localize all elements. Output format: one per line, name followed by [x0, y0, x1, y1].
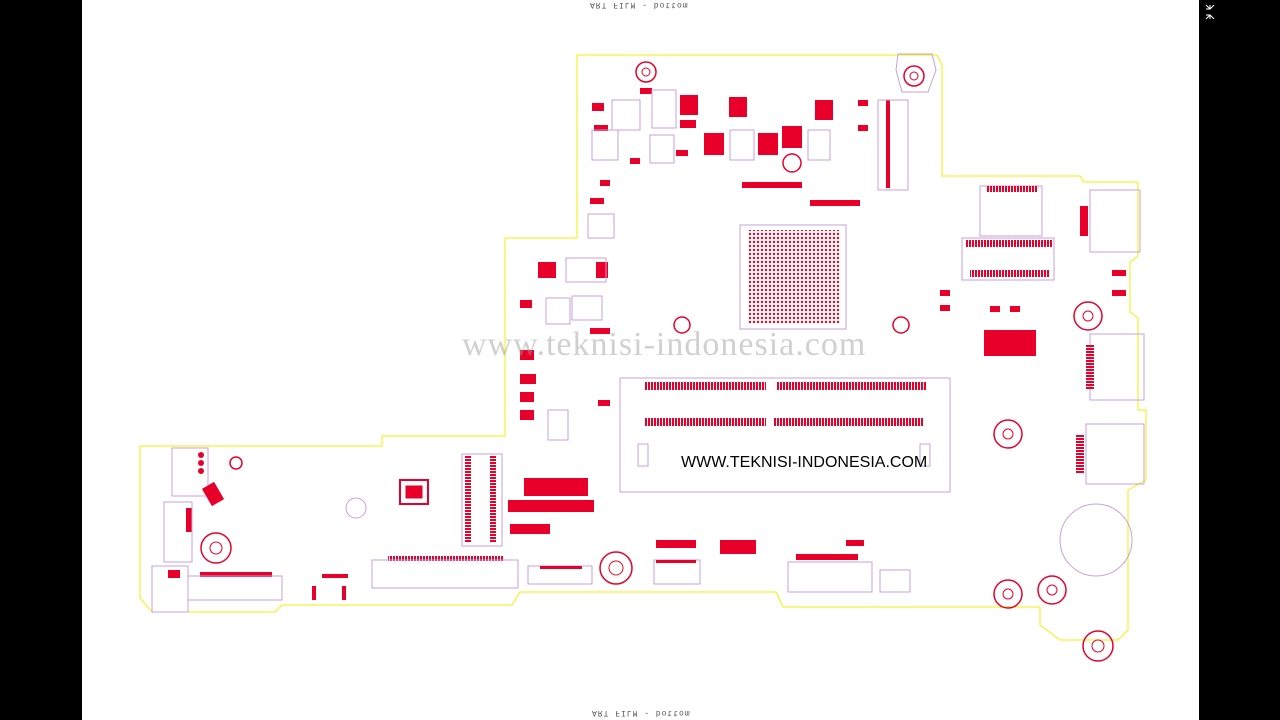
- usb-port-1: [1080, 189, 1141, 253]
- test-point: [892, 316, 910, 334]
- connector-outline: [787, 561, 873, 593]
- mounting-hole-top-left: [635, 61, 657, 83]
- mounting-hole-center-right: [993, 419, 1023, 449]
- cpu-bga-package: [739, 224, 847, 330]
- resistor-array: [508, 478, 594, 534]
- component-cluster-left: [520, 262, 610, 420]
- test-point: [673, 316, 691, 334]
- qfp-chip: [399, 479, 429, 505]
- memory-slot: [619, 377, 951, 493]
- component-cluster-top: [590, 88, 890, 206]
- component-cluster-bottom-left: [168, 452, 348, 600]
- test-point: [782, 153, 802, 173]
- connector-outline: [151, 565, 189, 613]
- board-outline: [139, 54, 1147, 641]
- display-connector: [961, 185, 1055, 281]
- mounting-hole-top-right: [895, 53, 937, 93]
- connector-outline: [187, 575, 283, 601]
- ribbon-connector-bottom: [371, 453, 519, 589]
- hdmi-port: [1076, 423, 1145, 485]
- connector-outline: [163, 501, 193, 563]
- power-connector: [171, 447, 209, 497]
- mounting-hole-bottom-center: [599, 551, 633, 585]
- silkscreen-outlines-left: [545, 257, 607, 441]
- component-cluster-bottom-center: [540, 540, 864, 569]
- component-cluster-right: [940, 270, 1126, 356]
- site-url-label: WWW.TEKNISI-INDONESIA.COM: [681, 454, 928, 471]
- connector-outline: [879, 569, 911, 593]
- mounting-hole-bottom-right: [993, 575, 1114, 662]
- mounting-hole-right-upper: [1073, 301, 1103, 331]
- silkscreen-outlines-top: [587, 89, 909, 239]
- battery-coin-cell: [1059, 503, 1133, 577]
- fullscreen-toggle-icon[interactable]: [1203, 2, 1217, 22]
- watermark-text: www.teknisi-indonesia.com: [462, 326, 867, 363]
- mounting-hole-bottom-left: [200, 456, 367, 564]
- usb-port-2: [1086, 333, 1145, 401]
- connector-outline: [653, 559, 701, 585]
